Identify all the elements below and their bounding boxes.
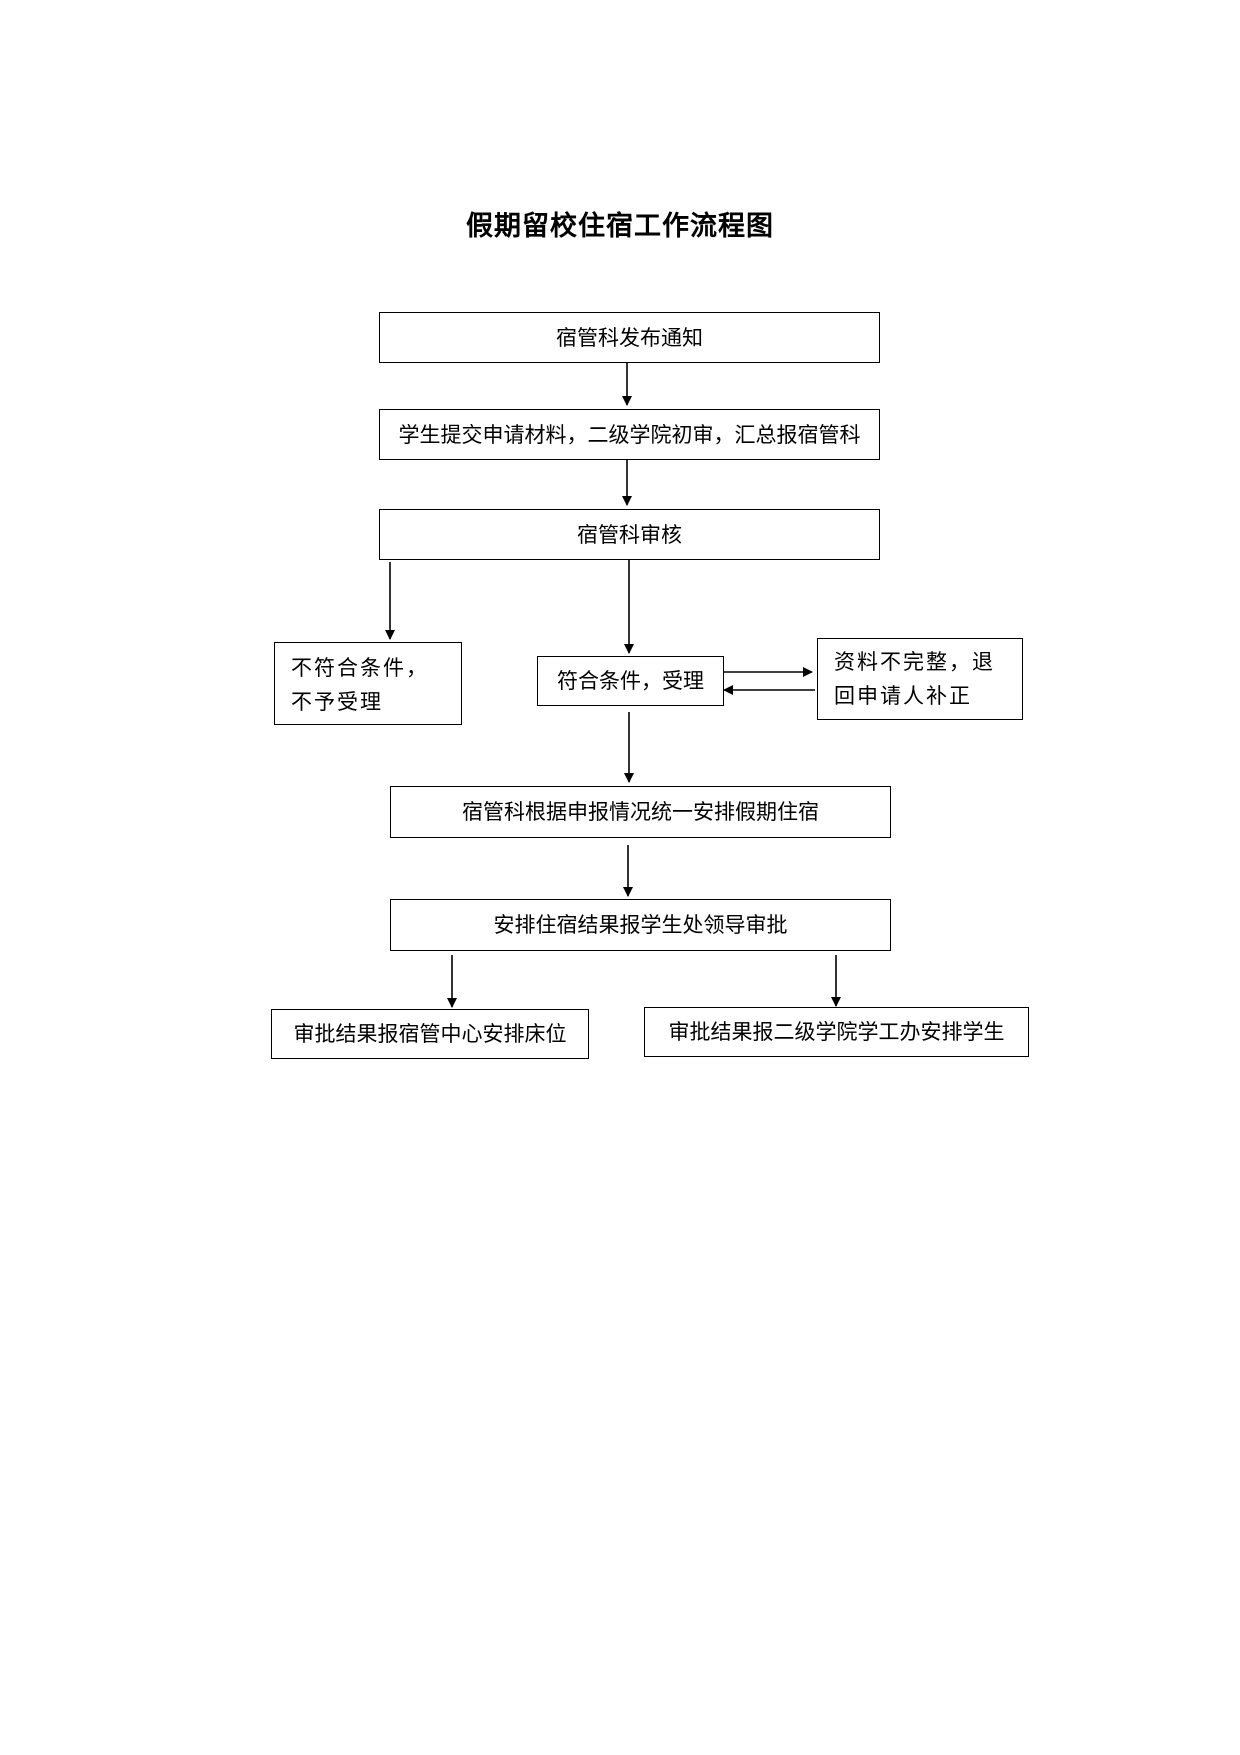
step-arrange: 宿管科根据申报情况统一安排假期住宿 [390, 786, 891, 838]
step-bed: 审批结果报宿管中心安排床位 [271, 1009, 589, 1059]
step-reject: 不符合条件，不予受理 [274, 642, 462, 725]
step-review: 宿管科审核 [379, 509, 880, 560]
page-title: 假期留校住宿工作流程图 [466, 211, 774, 242]
step-approval: 安排住宿结果报学生处领导审批 [390, 899, 891, 951]
step-college: 审批结果报二级学院学工办安排学生 [644, 1007, 1029, 1057]
step-submit: 学生提交申请材料，二级学院初审，汇总报宿管科 [379, 409, 880, 460]
step-accept: 符合条件，受理 [537, 656, 724, 706]
step-notice: 宿管科发布通知 [379, 312, 880, 363]
step-incomplete: 资料不完整，退回申请人补正 [817, 638, 1023, 720]
